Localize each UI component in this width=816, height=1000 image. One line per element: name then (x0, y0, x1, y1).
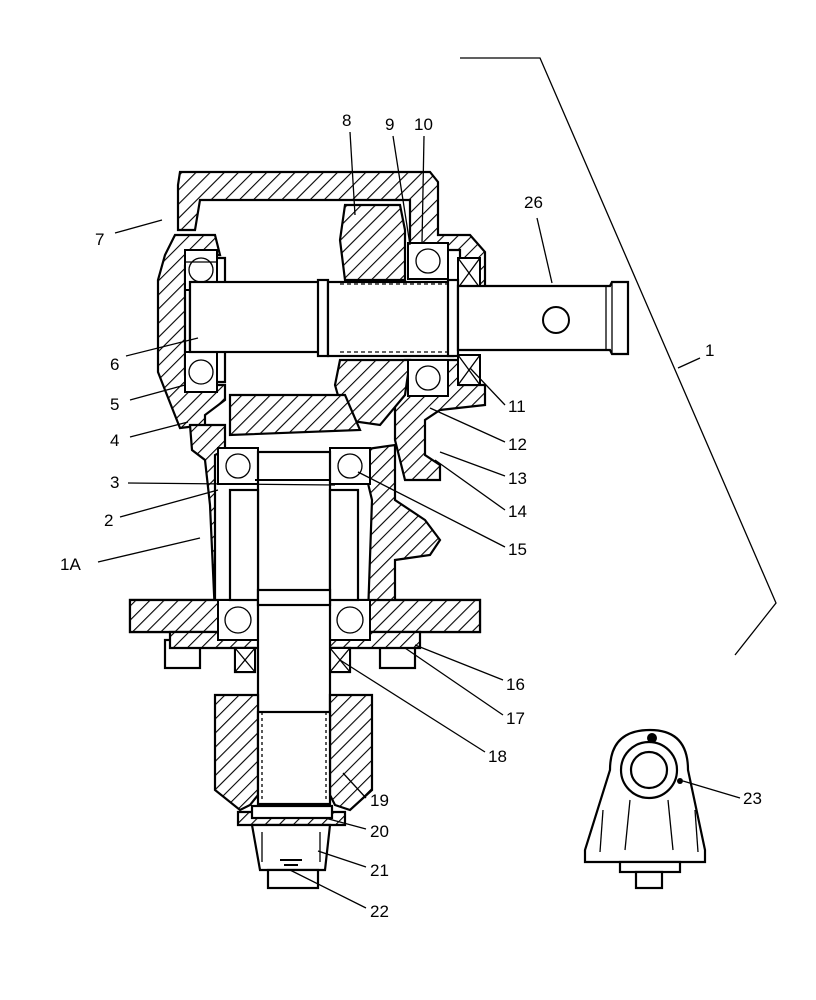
callout-16: 16 (506, 675, 525, 694)
callout-5: 5 (110, 395, 119, 414)
output-shaft (228, 450, 360, 716)
bearings (184, 242, 481, 673)
callout-11: 11 (508, 397, 526, 416)
leader-lines (97, 131, 741, 909)
callout-2: 2 (104, 511, 113, 530)
assembly-bracket (460, 57, 777, 656)
callout-26: 26 (524, 193, 543, 212)
callout-1: 1 (705, 341, 714, 360)
callout-4: 4 (110, 431, 119, 450)
callout-3: 3 (110, 473, 119, 492)
callout-22: 22 (370, 902, 389, 921)
callout-13: 13 (508, 469, 527, 488)
callout-23: 23 (743, 789, 762, 808)
callout-14: 14 (508, 502, 527, 521)
callout-18: 18 (488, 747, 507, 766)
input-shaft (188, 278, 630, 358)
callout-labels: 8 9 10 26 7 1 6 5 11 4 12 13 3 14 2 15 1… (60, 111, 762, 921)
callout-1a: 1A (60, 555, 81, 574)
callout-19: 19 (370, 791, 389, 810)
callout-6: 6 (110, 355, 119, 374)
callout-7: 7 (95, 230, 104, 249)
bottom-hub (213, 693, 374, 890)
callout-17: 17 (506, 709, 525, 728)
callout-20: 20 (370, 822, 389, 841)
callout-21: 21 (370, 861, 389, 880)
callout-12: 12 (508, 435, 527, 454)
callout-9: 9 (385, 115, 394, 134)
side-view-housing (583, 728, 707, 890)
callout-8: 8 (342, 111, 351, 130)
callout-10: 10 (414, 115, 433, 134)
callout-15: 15 (508, 540, 527, 559)
